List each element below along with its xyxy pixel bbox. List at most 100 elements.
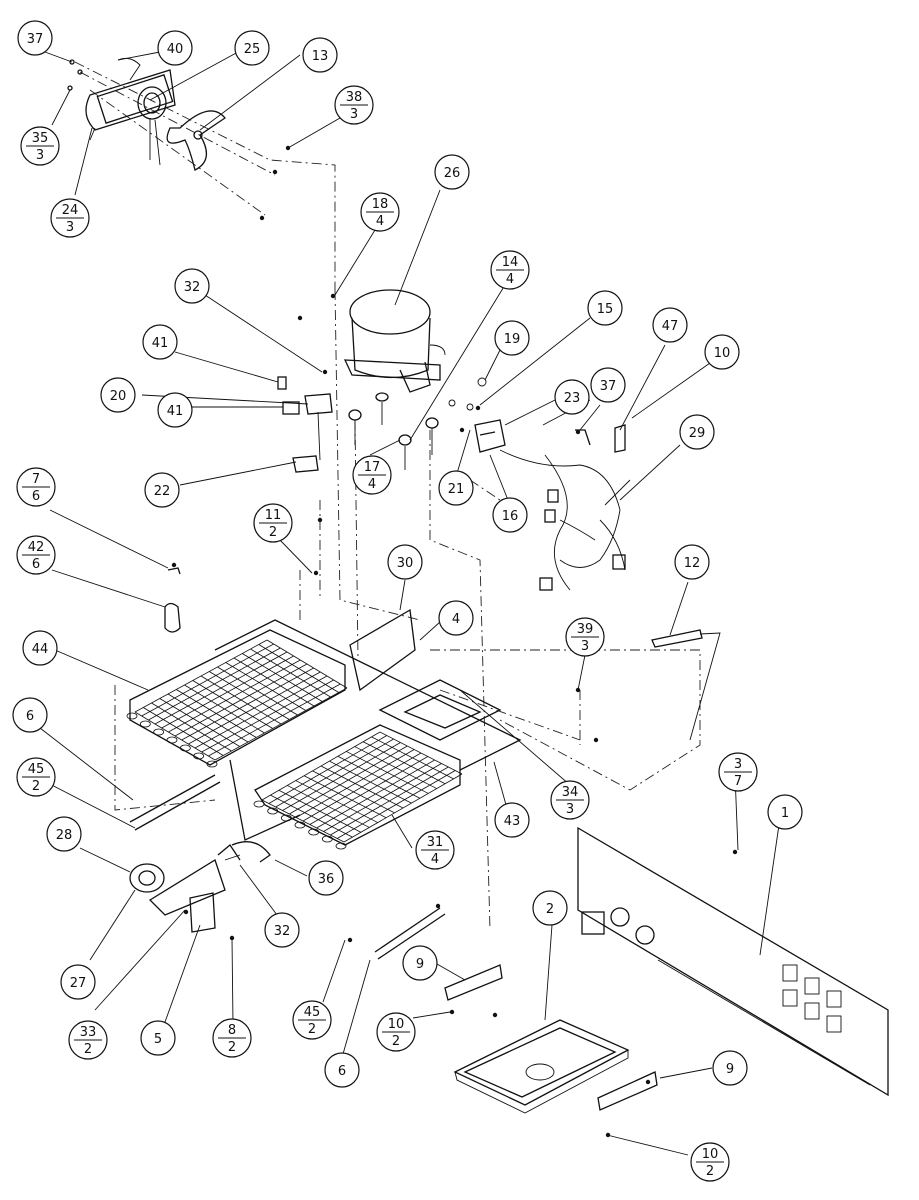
callout-45-2: 452	[16, 757, 56, 797]
callout-16: 16	[492, 497, 528, 533]
svg-text:10: 10	[714, 346, 731, 361]
svg-text:28: 28	[56, 828, 73, 843]
svg-text:2: 2	[269, 525, 277, 540]
support-rods	[129, 774, 446, 960]
callout-12: 12	[674, 544, 710, 580]
callout-37: 37	[590, 367, 626, 403]
svg-text:3: 3	[66, 220, 74, 235]
svg-text:19: 19	[504, 332, 521, 347]
svg-text:9: 9	[726, 1062, 734, 1077]
svg-text:24: 24	[62, 203, 79, 218]
svg-text:36: 36	[318, 872, 335, 887]
svg-text:6: 6	[338, 1064, 346, 1079]
svg-text:7: 7	[32, 472, 40, 487]
svg-text:40: 40	[167, 42, 184, 57]
svg-text:3: 3	[734, 757, 742, 772]
callout-42-6: 426	[16, 535, 56, 575]
coil-31-grid	[253, 731, 463, 850]
svg-text:37: 37	[600, 379, 617, 394]
svg-text:38: 38	[346, 90, 363, 105]
svg-text:2: 2	[32, 779, 40, 794]
callout-24-3: 243	[50, 198, 90, 238]
brackets-9	[444, 964, 658, 1111]
svg-text:12: 12	[684, 556, 701, 571]
callout-43: 43	[494, 802, 530, 838]
coil-assemblies	[126, 608, 522, 916]
callout-17-4: 174	[352, 455, 392, 495]
callout-47: 47	[652, 307, 688, 343]
svg-text:37: 37	[27, 32, 44, 47]
callout-37: 37	[17, 20, 53, 56]
svg-text:18: 18	[372, 197, 389, 212]
callout-2: 2	[532, 890, 568, 926]
callout-41: 41	[157, 392, 193, 428]
callout-9: 9	[712, 1050, 748, 1086]
callout-36: 36	[308, 860, 344, 896]
callout-34-3: 343	[550, 780, 590, 820]
svg-text:2: 2	[546, 902, 554, 917]
svg-text:3: 3	[566, 802, 574, 817]
callout-32: 32	[264, 912, 300, 948]
callout-3-7: 37	[718, 752, 758, 792]
svg-text:13: 13	[312, 49, 329, 64]
svg-text:10: 10	[702, 1147, 719, 1162]
svg-text:47: 47	[662, 319, 679, 334]
svg-text:4: 4	[376, 214, 384, 229]
sensor-probe	[651, 629, 721, 741]
svg-text:16: 16	[502, 509, 519, 524]
svg-text:29: 29	[689, 426, 706, 441]
callout-38-3: 383	[334, 85, 374, 125]
callout-1: 1	[767, 794, 803, 830]
callout-23: 23	[554, 379, 590, 415]
callout-15: 15	[587, 290, 623, 326]
callout-10-2: 102	[690, 1142, 730, 1182]
callout-32: 32	[174, 268, 210, 304]
callout-bubbles: 37 40 25 13 383 353 243 26 184 144 15 47…	[12, 20, 803, 1182]
callout-44: 44	[22, 630, 58, 666]
callout-27: 27	[60, 964, 96, 1000]
svg-text:45: 45	[304, 1005, 321, 1020]
svg-text:14: 14	[502, 255, 519, 270]
callout-33-2: 332	[68, 1020, 108, 1060]
svg-text:1: 1	[781, 806, 789, 821]
assembly-guide-lines	[74, 61, 701, 931]
svg-text:7: 7	[734, 774, 742, 789]
relay-brackets	[277, 376, 333, 473]
svg-text:8: 8	[228, 1023, 236, 1038]
defrost-clip	[164, 567, 181, 633]
svg-text:4: 4	[506, 272, 514, 287]
svg-text:4: 4	[368, 477, 376, 492]
svg-text:33: 33	[80, 1025, 97, 1040]
drain-pan	[453, 1019, 630, 1114]
svg-text:9: 9	[416, 957, 424, 972]
svg-text:17: 17	[364, 460, 381, 475]
svg-text:25: 25	[244, 42, 261, 57]
svg-text:39: 39	[577, 622, 594, 637]
callout-25: 25	[234, 30, 270, 66]
svg-text:2: 2	[84, 1042, 92, 1057]
callout-30: 30	[387, 544, 423, 580]
svg-text:5: 5	[154, 1032, 162, 1047]
callout-39-3: 393	[565, 617, 605, 657]
svg-text:41: 41	[167, 404, 184, 419]
svg-text:6: 6	[32, 557, 40, 572]
condenser-fan-motor	[129, 863, 216, 933]
svg-text:22: 22	[154, 484, 171, 499]
fastener-screws	[171, 145, 738, 1138]
callout-31-4: 314	[415, 830, 455, 870]
svg-text:43: 43	[504, 814, 521, 829]
svg-text:30: 30	[397, 556, 414, 571]
callout-6: 6	[12, 697, 48, 733]
rear-access-panel	[577, 826, 889, 1097]
svg-text:32: 32	[184, 280, 201, 295]
fan-motor-assembly	[67, 57, 226, 171]
svg-text:3: 3	[581, 639, 589, 654]
svg-text:2: 2	[308, 1022, 316, 1037]
svg-text:20: 20	[110, 389, 127, 404]
svg-text:21: 21	[448, 482, 465, 497]
svg-text:10: 10	[388, 1017, 405, 1032]
svg-text:45: 45	[28, 762, 45, 777]
callout-21: 21	[438, 470, 474, 506]
panel-vent-slots	[782, 964, 842, 1033]
svg-text:11: 11	[265, 508, 282, 523]
